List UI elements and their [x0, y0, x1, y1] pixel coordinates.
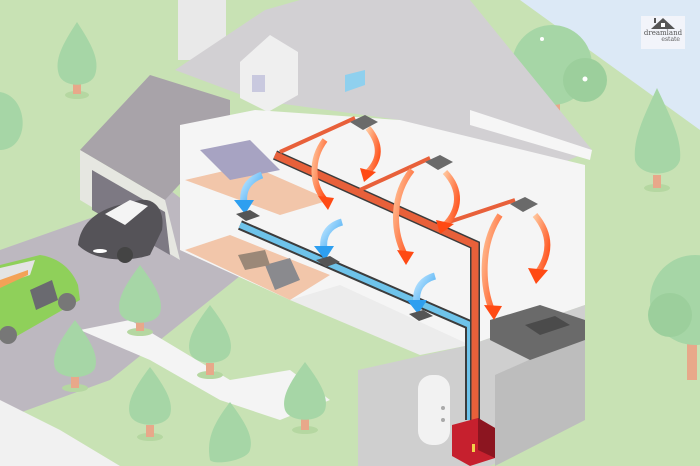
supply-vent — [425, 155, 453, 170]
rug — [200, 140, 280, 180]
cool-air-arrows — [234, 70, 437, 321]
tree — [129, 367, 171, 441]
warm-arrow-head — [360, 168, 376, 182]
tree — [209, 402, 251, 463]
tree — [634, 88, 681, 192]
warm-air-supply-duct-inner — [273, 151, 479, 430]
cool-arrow-head — [314, 246, 334, 260]
house-logo-icon — [651, 18, 675, 29]
floor-upper-left — [185, 165, 330, 215]
tree — [648, 255, 700, 380]
warm-arrow — [532, 213, 551, 274]
warm-arrow — [311, 138, 328, 202]
roof-eave — [470, 110, 592, 160]
cool-air-duct-panel — [345, 70, 365, 92]
water-heater — [418, 375, 450, 445]
sidewalk-bottom — [0, 400, 120, 466]
supply-vent — [510, 197, 538, 212]
warm-arrow-head — [436, 220, 454, 234]
tree — [189, 305, 231, 379]
supply-branch — [279, 116, 356, 154]
service-van — [0, 255, 80, 344]
warm-arrow — [393, 168, 415, 257]
stove-top — [525, 316, 570, 335]
warm-arrow-head — [318, 196, 334, 210]
tree — [57, 22, 97, 99]
tree — [54, 320, 96, 392]
car-in-garage — [78, 199, 163, 263]
supply-vent — [350, 115, 378, 130]
furnace-unit — [452, 418, 495, 466]
supply-branch — [359, 156, 431, 192]
floor-lower-mid — [290, 285, 470, 355]
basement-right-wall — [495, 335, 585, 466]
warm-arrow — [442, 169, 460, 228]
tree — [284, 362, 326, 434]
warm-arrow-head — [397, 250, 414, 265]
warm-arrow-head — [528, 268, 548, 284]
logo-line1: dreamland — [643, 29, 683, 37]
table — [238, 250, 270, 270]
cool-arrow-head — [234, 200, 254, 214]
tree — [119, 265, 161, 336]
return-vent — [236, 210, 260, 221]
warm-air-arrows — [311, 126, 551, 320]
brand-logo: dreamland estate — [641, 16, 685, 49]
warm-arrow — [481, 213, 503, 312]
walkway — [80, 320, 330, 420]
logo-line2: estate — [661, 36, 680, 43]
return-vent — [316, 256, 340, 267]
cool-arrow-head — [407, 300, 427, 314]
sofa — [265, 258, 300, 290]
tree — [0, 92, 23, 150]
warm-arrow — [365, 126, 381, 175]
return-vent — [409, 310, 433, 321]
warm-arrow-head — [484, 305, 502, 320]
dormer — [240, 35, 298, 112]
